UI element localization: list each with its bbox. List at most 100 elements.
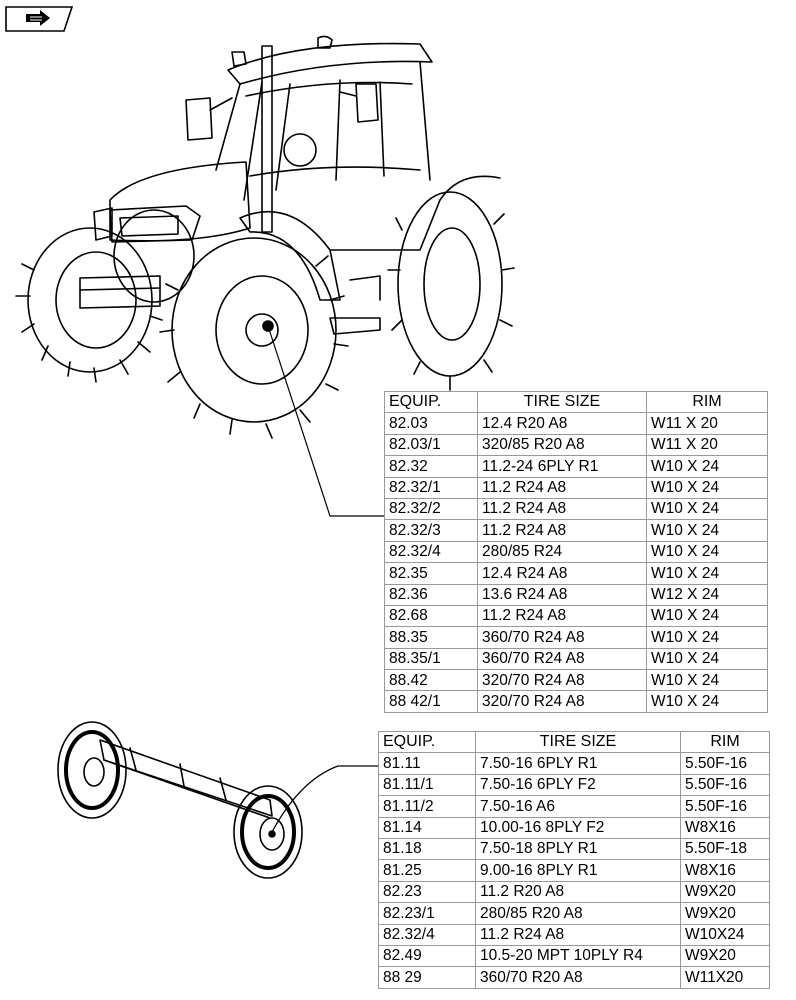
rim-cell: W11X20	[680, 966, 770, 989]
equip-header: EQUIP.	[378, 730, 476, 754]
tire-size-cell: 10.00-16 8PLY F2	[475, 816, 681, 839]
equip-cell: 82.23/1	[378, 902, 476, 925]
rim-cell: W9X20	[680, 944, 770, 968]
equip-cell: 81.11/2	[378, 795, 476, 818]
rim-cell: 5.50F-16	[680, 752, 770, 775]
rim-cell: W10 X 24	[646, 647, 768, 671]
tire-size-cell: 12.4 R24 A8	[477, 562, 647, 585]
equip-cell: 82.03/1	[384, 433, 478, 457]
rim-cell: W10 X 24	[646, 669, 768, 692]
rim-cell: W10 X 24	[646, 562, 768, 585]
tire-size-cell: 7.50-16 6PLY F2	[475, 773, 681, 797]
forward-page-icon[interactable]	[4, 6, 74, 32]
rim-header: RIM	[646, 390, 768, 414]
tire-size-cell: 11.2 R24 A8	[477, 497, 647, 521]
tire-size-cell: 280/85 R24	[477, 540, 647, 564]
equip-cell: 88.42	[384, 669, 478, 692]
equip-cell: 82.49	[378, 944, 476, 968]
equip-cell: 88.35	[384, 626, 478, 649]
tire-size-cell: 320/85 R20 A8	[477, 433, 647, 457]
equip-cell: 82.32/4	[384, 540, 478, 564]
equip-cell: 82.23	[378, 880, 476, 904]
tire-size-cell: 7.50-18 8PLY R1	[475, 837, 681, 861]
equip-cell: 82.35	[384, 562, 478, 585]
rim-cell: W10 X 24	[646, 690, 768, 713]
tractor-illustration	[15, 35, 515, 517]
equip-cell: 81.18	[378, 837, 476, 861]
rim-cell: W10 X 24	[646, 476, 768, 499]
rim-cell: W10 X 24	[646, 604, 768, 628]
tire-size-cell: 11.2 R24 A8	[475, 923, 681, 946]
rim-cell: 5.50F-16	[680, 773, 770, 797]
rim-cell: W10 X 24	[646, 519, 768, 542]
rim-cell: W11 X 20	[646, 433, 768, 457]
equip-cell: 81.25	[378, 859, 476, 882]
tire-size-header: TIRE SIZE	[477, 390, 647, 414]
equip-header: EQUIP.	[384, 390, 478, 414]
table-header-row: EQUIP. TIRE SIZE RIM	[384, 390, 768, 414]
equip-cell: 81.14	[378, 816, 476, 839]
rim-cell: W10 X 24	[646, 455, 768, 478]
equip-cell: 88.35/1	[384, 647, 478, 671]
equip-cell: 81.11/1	[378, 773, 476, 797]
tire-size-cell: 11.2 R20 A8	[475, 880, 681, 904]
equip-cell: 88 29	[378, 966, 476, 989]
tire-size-cell: 11.2 R24 A8	[477, 604, 647, 628]
tire-size-cell: 360/70 R24 A8	[477, 647, 647, 671]
rim-cell: W9X20	[680, 902, 770, 925]
rim-cell: W10 X 24	[646, 540, 768, 564]
rim-cell: W10X24	[680, 923, 770, 946]
rim-cell: W8X16	[680, 816, 770, 839]
equip-cell: 82.68	[384, 604, 478, 628]
tire-size-cell: 280/85 R20 A8	[475, 902, 681, 925]
tire-size-cell: 7.50-16 A6	[475, 795, 681, 818]
equip-cell: 81.11	[378, 752, 476, 775]
tire-size-cell: 11.2 R24 A8	[477, 476, 647, 499]
tire-size-cell: 320/70 R24 A8	[477, 669, 647, 692]
rim-cell: 5.50F-16	[680, 795, 770, 818]
table-header-row: EQUIP. TIRE SIZE RIM	[378, 730, 770, 754]
tire-size-cell: 13.6 R24 A8	[477, 583, 647, 606]
rim-cell: W11 X 20	[646, 412, 768, 435]
rim-cell: W12 X 24	[646, 583, 768, 606]
equip-cell: 88 42/1	[384, 690, 478, 713]
rim-cell: W10 X 24	[646, 497, 768, 521]
tire-size-header: TIRE SIZE	[475, 730, 681, 754]
equip-cell: 82.32/2	[384, 497, 478, 521]
rim-cell: W9X20	[680, 880, 770, 904]
front-axle-illustration	[57, 721, 379, 879]
tire-size-cell: 10.5-20 MPT 10PLY R4	[475, 944, 681, 968]
rim-cell: W8X16	[680, 859, 770, 882]
rim-header: RIM	[680, 730, 770, 754]
equip-cell: 82.36	[384, 583, 478, 606]
equip-cell: 82.32/4	[378, 923, 476, 946]
tire-size-cell: 320/70 R24 A8	[477, 690, 647, 713]
tire-size-cell: 9.00-16 8PLY R1	[475, 859, 681, 882]
equip-cell: 82.32/1	[384, 476, 478, 499]
tire-size-cell: 360/70 R24 A8	[477, 626, 647, 649]
